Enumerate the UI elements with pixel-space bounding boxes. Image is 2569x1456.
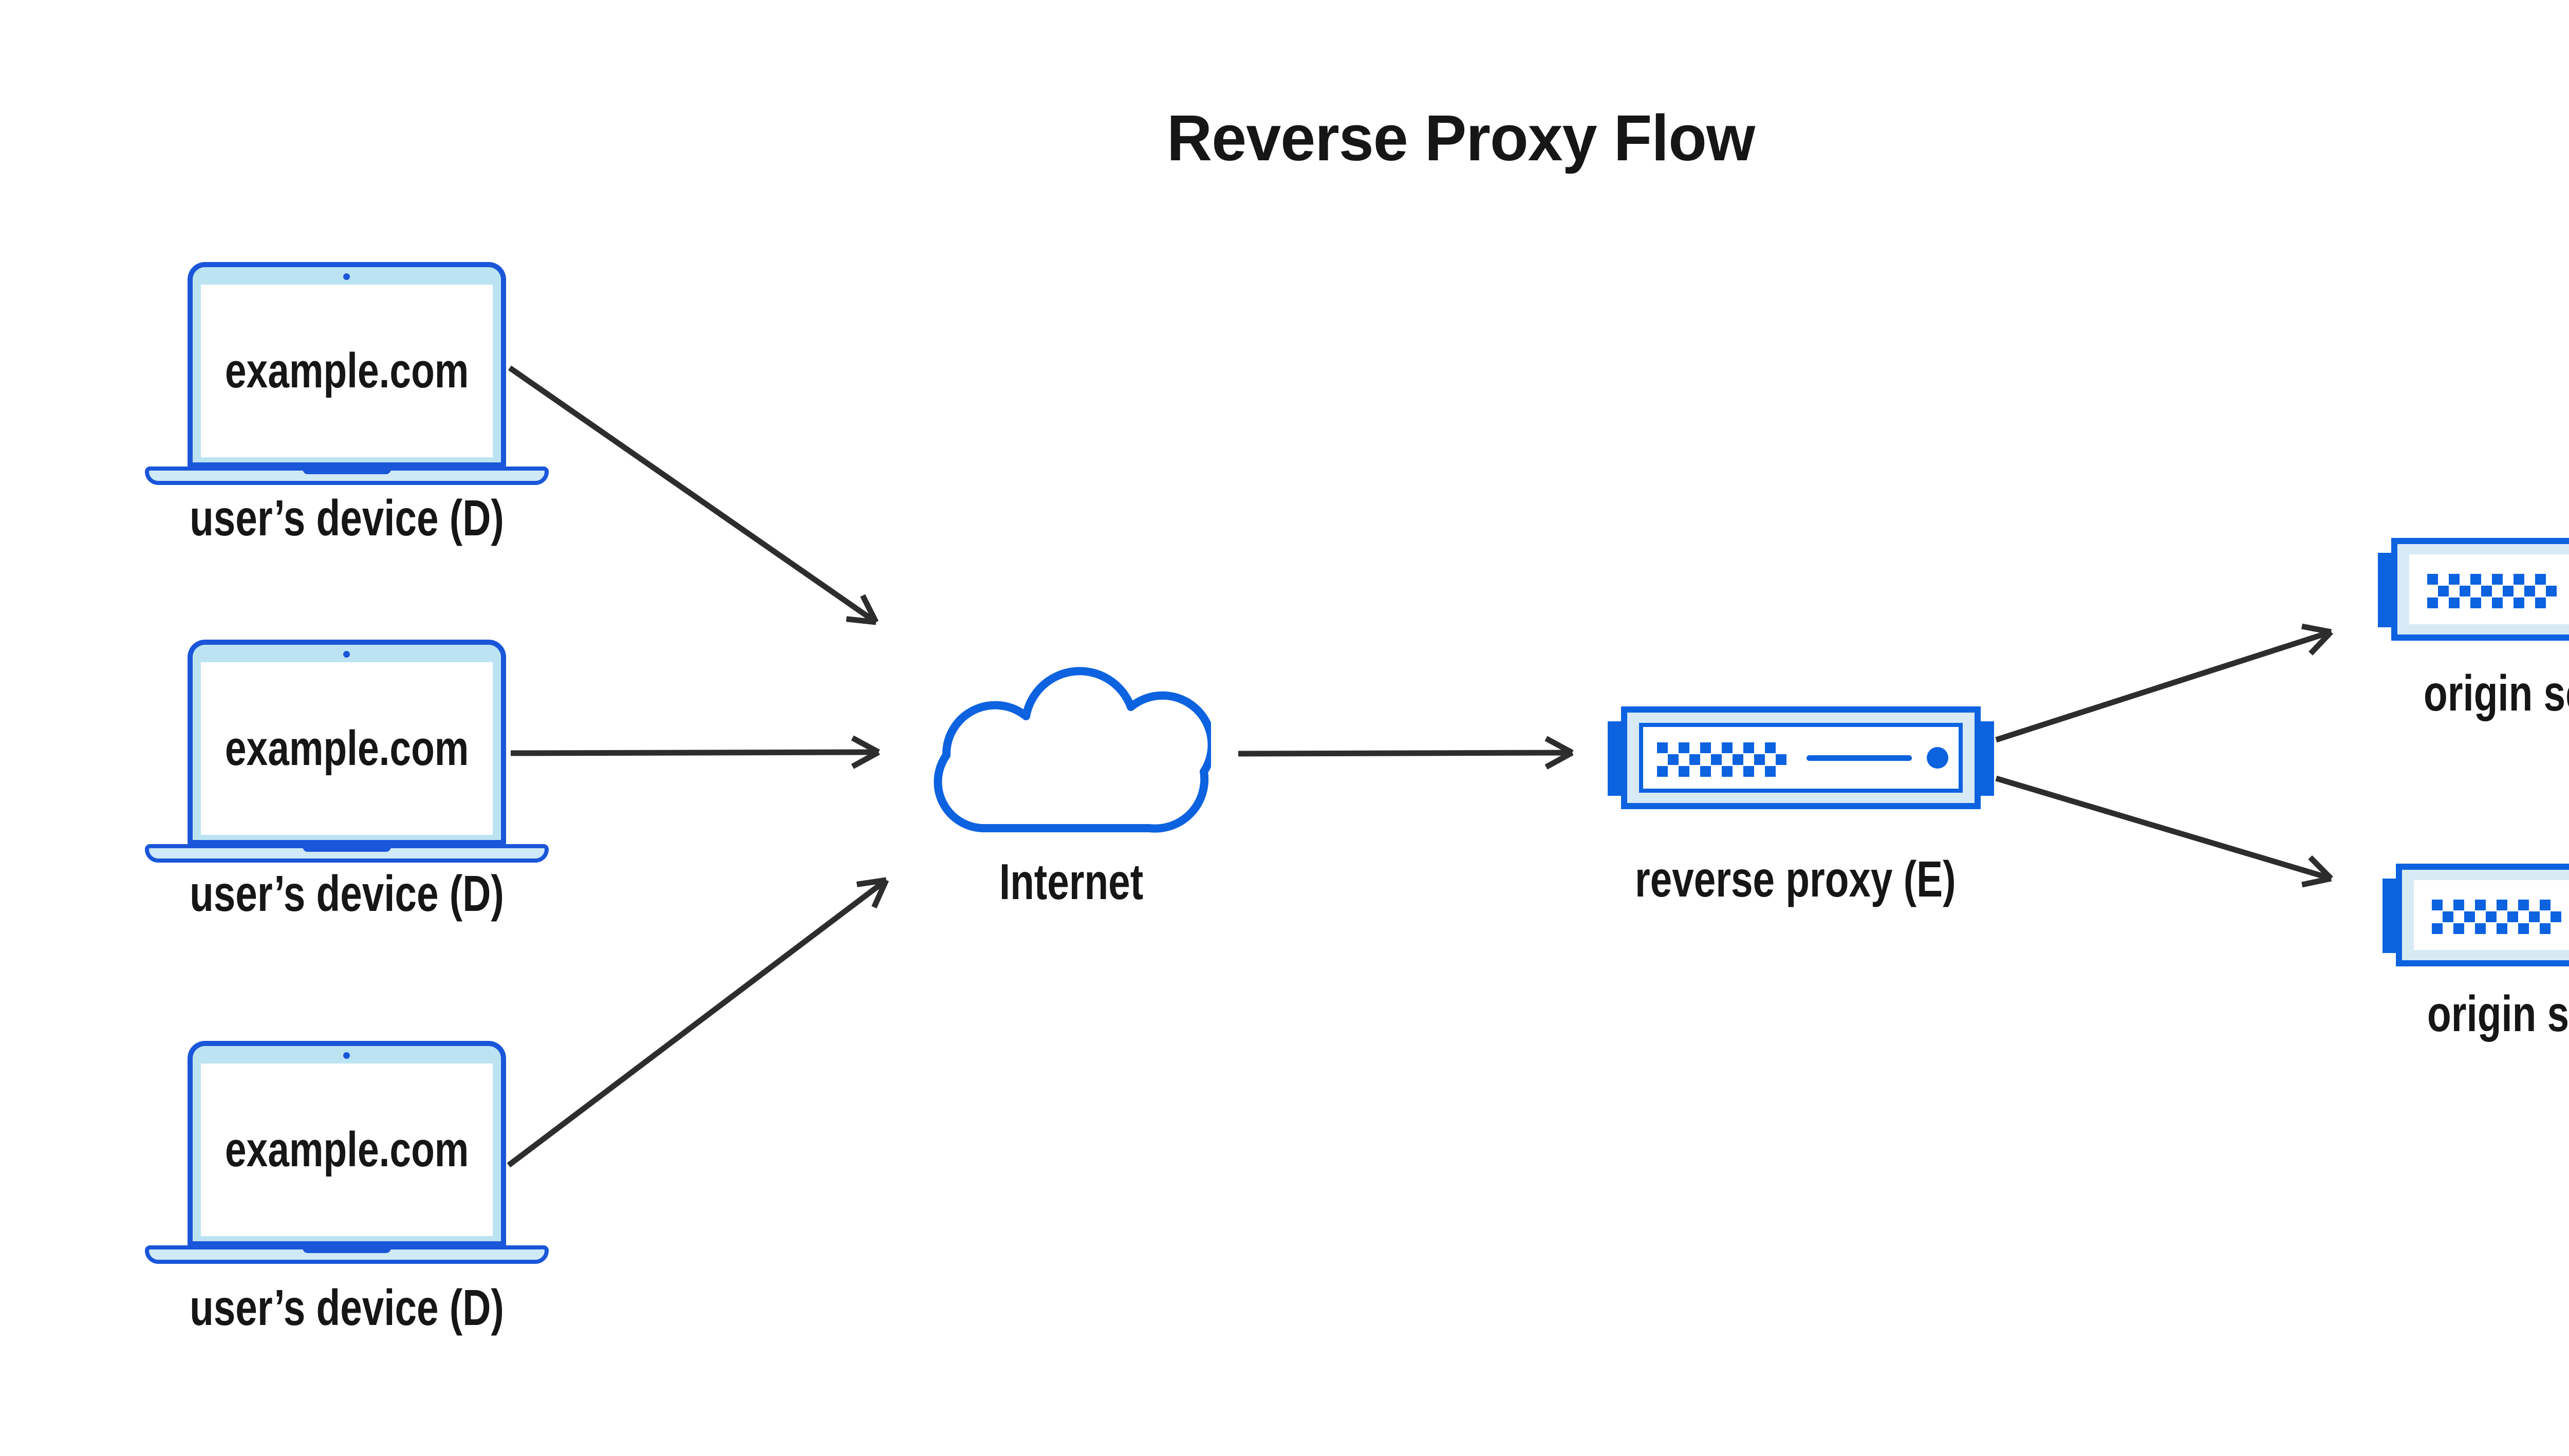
hinge-notch — [303, 466, 391, 474]
camera-dot-icon — [343, 651, 350, 658]
origin-server-icon-1 — [2378, 538, 2569, 656]
origin-server-icon-2 — [2382, 864, 2569, 982]
vent-grid-icon — [2432, 900, 2561, 935]
vent-grid-icon — [2427, 574, 2557, 609]
screen-url-text: example.com — [225, 343, 469, 398]
laptop-lid: example.com — [188, 640, 506, 845]
hinge-notch — [303, 1245, 391, 1253]
label-origin-server-2: origin server (F) — [2427, 985, 2569, 1042]
laptop-base — [145, 1245, 549, 1264]
rack-ear-left — [2382, 879, 2396, 953]
rack-ear-right — [1981, 721, 1994, 796]
rack-ear-left — [1608, 721, 1621, 796]
internet-cloud-icon — [917, 652, 1216, 833]
label-user-device-2: user’s device (D) — [190, 865, 504, 922]
reverse-proxy-icon — [1608, 706, 1994, 825]
vent-grid-icon — [1657, 742, 1786, 777]
power-led-icon — [1927, 747, 1948, 769]
laptop-base — [145, 844, 549, 863]
label-internet: Internet — [999, 853, 1144, 910]
diagram-title: Reverse Proxy Flow — [1166, 102, 1755, 174]
laptop-screen: example.com — [201, 285, 493, 457]
flow-arrow — [510, 735, 880, 769]
laptop-screen: example.com — [201, 1063, 493, 1236]
label-user-device-1: user’s device (D) — [190, 490, 504, 546]
label-user-device-3: user’s device (D) — [190, 1279, 504, 1336]
drive-slot-line — [1807, 755, 1912, 761]
flow-arrow — [1995, 775, 2333, 888]
camera-dot-icon — [343, 1052, 350, 1059]
screen-url-text: example.com — [225, 1122, 469, 1177]
laptop-lid: example.com — [188, 1041, 506, 1246]
label-origin-server-1: origin server (F) — [2424, 665, 2569, 721]
flow-arrow — [1238, 736, 1574, 770]
laptop-base — [145, 466, 549, 485]
flow-arrow — [1995, 623, 2333, 743]
laptop-icon-2: example.com — [145, 640, 549, 863]
rack-ear-left — [2378, 553, 2391, 627]
camera-dot-icon — [343, 273, 350, 280]
flow-arrow — [507, 877, 889, 1168]
laptop-screen: example.com — [201, 662, 493, 835]
server-face — [1639, 723, 1963, 793]
laptop-icon-3: example.com — [145, 1041, 549, 1264]
label-reverse-proxy: reverse proxy (E) — [1635, 851, 1956, 907]
laptop-lid: example.com — [188, 262, 506, 468]
screen-url-text: example.com — [225, 721, 469, 776]
laptop-icon-1: example.com — [145, 262, 549, 485]
hinge-notch — [303, 844, 391, 852]
flow-arrow — [508, 365, 879, 625]
